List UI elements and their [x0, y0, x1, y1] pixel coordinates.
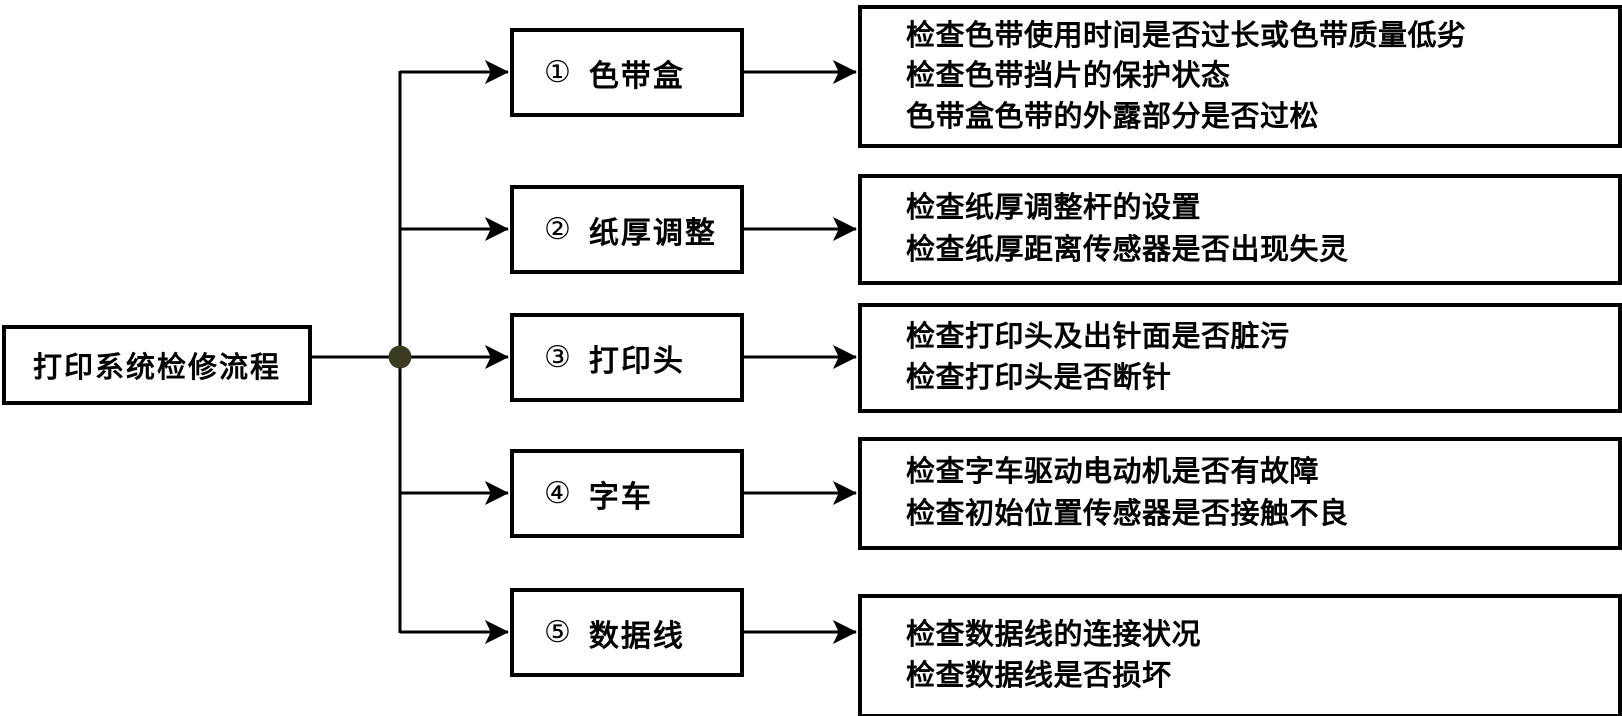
node-1-content: ① 色带盒	[544, 51, 685, 95]
detail-2-line-2: 检查纸厚距离传感器是否出现失灵	[906, 233, 1349, 266]
node-2-content: ② 纸厚调整	[544, 208, 717, 252]
detail-4-line-1: 检查字车驱动电动机是否有故障	[906, 456, 1320, 489]
detail-1-line-3: 色带盒色带的外露部分是否过松	[906, 100, 1320, 133]
node-4-marker: ④	[544, 476, 571, 510]
node-box-5[interactable]: ⑤ 数据线	[510, 588, 744, 677]
detail-5-line-1: 检查数据线的连接状况	[906, 618, 1202, 651]
detail-3-line-1: 检查打印头及出针面是否脏污	[906, 320, 1290, 353]
node-2-label: 纸厚调整	[588, 216, 717, 250]
node-box-4[interactable]: ④ 字车	[510, 449, 744, 538]
node-box-3[interactable]: ③ 打印头	[510, 313, 744, 402]
node-4-label: 字车	[588, 480, 653, 514]
node-5-marker: ⑤	[544, 615, 571, 649]
detail-box-2[interactable]: 检查纸厚调整杆的设置 检查纸厚距离传感器是否出现失灵	[858, 174, 1622, 285]
node-1-label: 色带盒	[588, 59, 685, 93]
node-4-content: ④ 字车	[544, 472, 653, 516]
detail-4-line-2: 检查初始位置传感器是否接触不良	[906, 497, 1349, 530]
detail-box-5[interactable]: 检查数据线的连接状况 检查数据线是否损坏	[858, 594, 1622, 716]
detail-3-line-2: 检查打印头是否断针	[906, 362, 1172, 394]
node-1-marker: ①	[544, 55, 571, 89]
detail-1-line-2: 检查色带挡片的保护状态	[906, 60, 1231, 93]
node-2-marker: ②	[544, 212, 571, 246]
node-box-1[interactable]: ① 色带盒	[510, 28, 744, 117]
detail-box-4[interactable]: 检查字车驱动电动机是否有故障 检查初始位置传感器是否接触不良	[858, 437, 1622, 550]
detail-box-3[interactable]: 检查打印头及出针面是否脏污 检查打印头是否断针	[858, 303, 1622, 413]
root-node-label: 打印系统检修流程	[32, 352, 281, 384]
detail-1-line-1: 检查色带使用时间是否过长或色带质量低劣	[906, 20, 1467, 53]
node-3-content: ③ 打印头	[544, 336, 685, 380]
node-5-content: ⑤ 数据线	[544, 611, 685, 655]
branch-junction-dot	[388, 345, 412, 369]
detail-box-1[interactable]: 检查色带使用时间是否过长或色带质量低劣 检查色带挡片的保护状态 色带盒色带的外露…	[858, 5, 1622, 148]
root-node-box[interactable]: 打印系统检修流程	[2, 325, 312, 405]
node-3-label: 打印头	[588, 344, 685, 378]
detail-5-line-2: 检查数据线是否损坏	[906, 660, 1172, 692]
node-box-2[interactable]: ② 纸厚调整	[510, 185, 744, 274]
node-5-label: 数据线	[588, 619, 685, 653]
detail-2-line-1: 检查纸厚调整杆的设置	[906, 192, 1202, 225]
node-3-marker: ③	[544, 340, 571, 374]
